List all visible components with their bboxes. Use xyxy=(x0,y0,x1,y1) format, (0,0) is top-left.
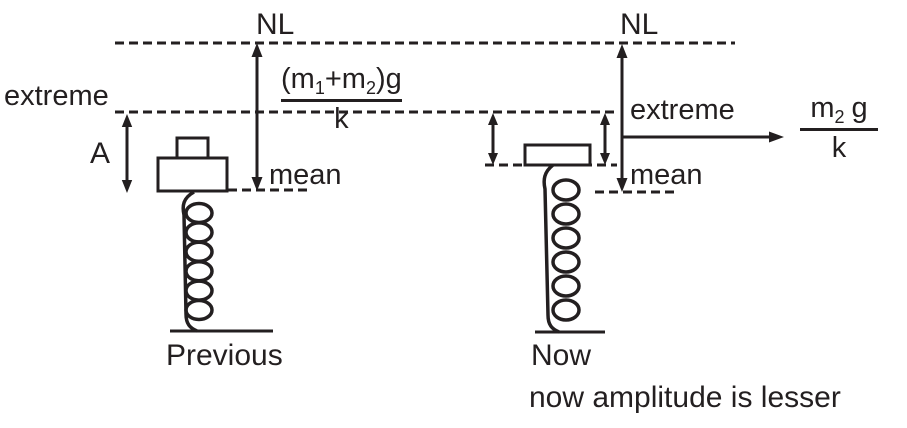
formula-previous-denominator: k xyxy=(334,103,349,136)
formula-now-denominator: k xyxy=(831,132,847,165)
amplitude-arrow-previous xyxy=(121,114,133,193)
fraction-bar xyxy=(800,128,878,132)
extreme-label-now: extreme xyxy=(630,94,735,126)
previous-caption: Previous xyxy=(166,339,283,372)
amplitude-label: A xyxy=(90,137,111,170)
mean-label-now: mean xyxy=(630,159,703,191)
nl-to-mean-arrow-previous xyxy=(251,43,263,191)
fraction-bar xyxy=(281,99,402,103)
nl-to-mean-arrow-now xyxy=(616,44,628,192)
natural-length-label-previous: NL xyxy=(256,8,295,41)
pointer-arrow-to-formula xyxy=(623,131,784,143)
spring-now xyxy=(542,163,581,334)
mean-label-previous: mean xyxy=(269,159,342,191)
natural-length-label-now: NL xyxy=(620,8,659,41)
mass-m2-previous xyxy=(156,156,229,193)
formula-stretch-previous: (m1+m2)g k xyxy=(281,63,402,137)
formula-previous-numerator: (m1+m2)g xyxy=(281,63,402,98)
now-caption: Now xyxy=(531,339,592,372)
amplitude-arrow-now-right xyxy=(600,113,610,165)
mass-m2-now xyxy=(523,143,592,167)
mass-m1-previous xyxy=(175,136,210,160)
extreme-label-previous: extreme xyxy=(4,80,109,112)
amplitude-note-caption: now amplitude is lesser xyxy=(529,381,841,414)
spring-previous xyxy=(181,190,214,333)
amplitude-arrow-now-left xyxy=(488,113,498,165)
